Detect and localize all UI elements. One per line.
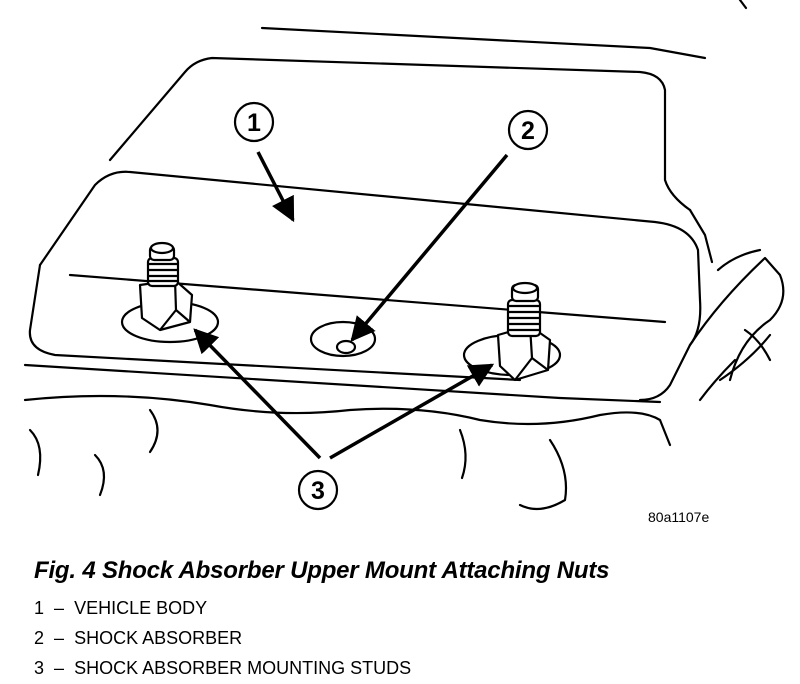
left-mounting-stud: [120, 241, 220, 344]
lower-body-stroke-1: [148, 408, 159, 454]
right-fold-3: [743, 328, 772, 362]
legend-item-text: SHOCK ABSORBER: [74, 628, 243, 648]
callout-1: 1: [233, 101, 275, 143]
callout-3: 3: [297, 469, 339, 511]
callout-2-leader: [350, 153, 509, 342]
vehicle-body-panel: [108, 56, 692, 212]
legend-item-number: 3: [34, 658, 45, 678]
mounting-plate: [38, 170, 702, 402]
legend-item-dash: –: [54, 628, 65, 648]
callout-3-leader-right: [329, 363, 495, 460]
legend-item-number: 2: [34, 628, 45, 648]
callout-1-label: 1: [247, 109, 261, 137]
callout-1-leader: [256, 151, 295, 223]
vehicle-body-panel-edge: [688, 208, 714, 264]
legend-list: 1 – VEHICLE BODY 2 – SHOCK ABSORBER 3 – …: [34, 593, 411, 683]
right-fold-outline: [688, 256, 785, 382]
callout-2: 2: [507, 109, 549, 151]
right-mounting-stud: [462, 281, 562, 382]
mounting-plate-edge: [28, 263, 522, 382]
legend-item: 2 – SHOCK ABSORBER: [34, 623, 411, 653]
plate-lower-edge: [23, 363, 662, 404]
right-fold-4: [716, 248, 762, 272]
figure-code: 80a1107e: [648, 509, 710, 525]
legend-item-dash: –: [54, 658, 65, 678]
legend-item-number: 1: [34, 598, 45, 618]
callout-3-leader-left: [193, 328, 322, 460]
right-fold-1: [718, 333, 772, 382]
vehicle-body-top-corner: [738, 0, 748, 10]
lower-body-center-curve: [458, 428, 467, 480]
lower-body-left-curve: [28, 428, 42, 477]
callout-3-label: 3: [311, 477, 325, 505]
callout-2-label: 2: [521, 117, 535, 145]
legend-item-dash: –: [54, 598, 65, 618]
legend-item: 3 – SHOCK ABSORBER MOUNTING STUDS: [34, 653, 411, 683]
legend-item: 1 – VEHICLE BODY: [34, 593, 411, 623]
lower-body-stroke-2: [93, 453, 106, 497]
shock-absorber-hole: [309, 320, 377, 358]
right-fold-2: [698, 358, 737, 402]
legend-item-text: VEHICLE BODY: [74, 598, 208, 618]
lower-body-right-curve: [518, 438, 568, 511]
legend-item-text: SHOCK ABSORBER MOUNTING STUDS: [74, 658, 412, 678]
lower-body-contour: [23, 394, 672, 447]
shock-mount-diagram: 1 2 3: [23, 0, 785, 511]
figure-caption: Fig. 4 Shock Absorber Upper Mount Attach…: [34, 557, 610, 584]
vehicle-body-top-edge: [260, 26, 707, 60]
